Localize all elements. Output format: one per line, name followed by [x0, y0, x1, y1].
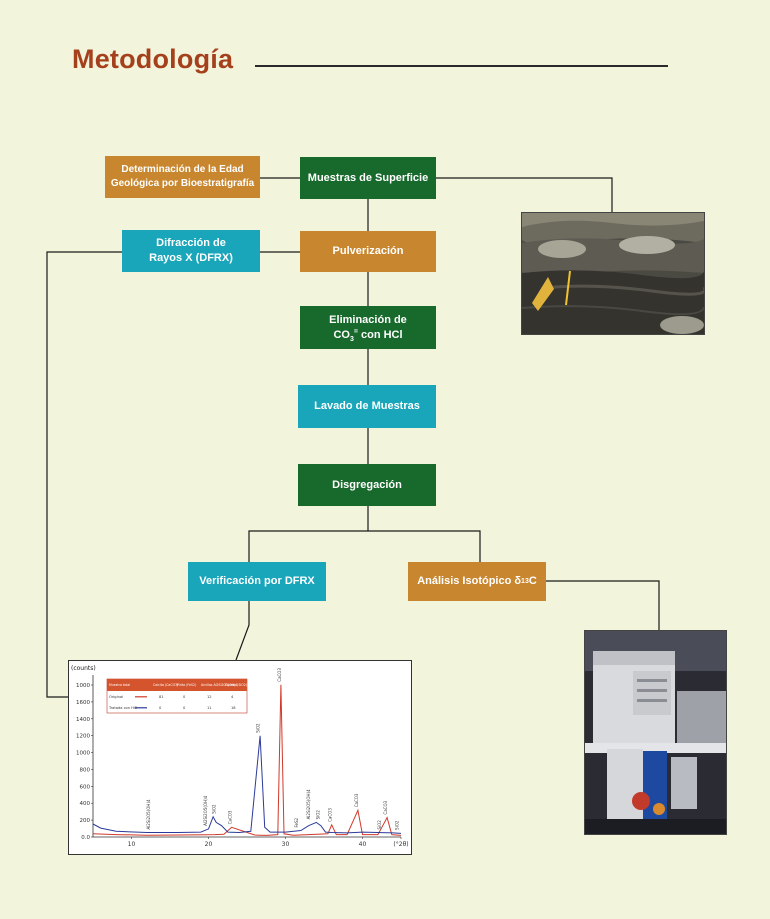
- peak-label: FeS2: [294, 817, 299, 827]
- legend-header-cell: Cuarzo (SiO2): [225, 683, 247, 687]
- peak-label: SiO2: [315, 810, 320, 820]
- peak-label: CaCO3: [277, 668, 282, 682]
- node-eliminacion-line1: Eliminación de: [329, 313, 407, 326]
- page-title: Metodología: [72, 44, 234, 74]
- peak-label: SiO2: [255, 723, 260, 733]
- y-tick-label: 0.0: [81, 835, 90, 841]
- legend-value: 0: [183, 706, 186, 710]
- peak-label: CaCO3: [328, 808, 333, 822]
- y-tick-label: 1000: [76, 751, 90, 757]
- x-tick-label: 40: [359, 841, 367, 848]
- y-tick-label: 600: [80, 784, 91, 790]
- legend-row-name: Original: [109, 695, 123, 699]
- legend-row-name: Tratada con HCl: [108, 706, 137, 710]
- peak-label: SiO2: [377, 820, 382, 830]
- series-line-original: [92, 684, 402, 836]
- legend-header-cell: Calcita (CaCO3): [153, 683, 178, 687]
- chart-ylabel: (counts): [71, 665, 96, 672]
- peak-label: CaCO3: [383, 800, 388, 814]
- connector-verificacion-chart: [235, 601, 250, 661]
- node-lavado-muestras: Lavado de Muestras: [298, 385, 436, 428]
- peak-label: CaCO3: [354, 793, 359, 807]
- spectrometer-photo: [584, 630, 727, 835]
- isotopico-suffix: C: [528, 575, 537, 587]
- legend-value: 12: [207, 695, 212, 699]
- xrd-chart-svg: (counts) 1000160014001200100080060040020…: [71, 665, 409, 848]
- connector-muestras-photo: [436, 177, 613, 212]
- node-eliminacion-line2: CO3= con HCl: [333, 328, 402, 343]
- legend-value: 4: [231, 695, 234, 699]
- legend-value: 0: [183, 695, 186, 699]
- peak-label: Al2Si2O5(OH)4: [306, 789, 311, 820]
- outcrop-photo-graphic: [522, 213, 704, 334]
- series-line-tratada: [92, 735, 402, 834]
- node-edad-geologica: Determinación de la Edad Geológica por B…: [105, 156, 260, 198]
- eliminacion-sup: =: [353, 327, 358, 335]
- x-tick-label: 30: [282, 841, 290, 848]
- spectrometer-photo-graphic: [585, 631, 726, 834]
- peak-label: Al2Si2O5(OH)4: [146, 799, 151, 830]
- y-tick-label: 1000: [76, 683, 90, 689]
- node-difraccion-rayos-x: Difracción de Rayos X (DFRX): [122, 230, 260, 272]
- legend-value: 81: [159, 695, 164, 699]
- eliminacion-rest: con HCl: [357, 328, 403, 341]
- node-eliminacion-co3: Eliminación de CO3= con HCl: [300, 306, 436, 349]
- isotopico-prefix: Análisis Isotópico δ: [417, 575, 522, 587]
- peak-label: SiO2: [395, 820, 400, 830]
- x-tick-label: 10: [128, 841, 136, 848]
- peak-label: Al2Si2O5(OH)4: [203, 795, 208, 826]
- peak-label: CaCO3: [228, 810, 233, 824]
- legend-value: 11: [207, 706, 212, 710]
- title-rule: [255, 65, 668, 67]
- y-tick-label: 800: [80, 767, 91, 773]
- legend-header-bg: [107, 679, 247, 691]
- y-tick-label: 400: [80, 801, 91, 807]
- x-tick-label: 20: [205, 841, 213, 848]
- legend-header-cell: Arcillas Al2Si2O5(OH)4: [201, 683, 237, 687]
- connector-dfrx-chart: [46, 251, 122, 698]
- node-muestras-superficie: Muestras de Superficie: [300, 157, 436, 199]
- outcrop-photo: [521, 212, 705, 335]
- node-disgregacion: Disgregación: [298, 464, 436, 506]
- legend-header-cell: Pirita (FeS2): [177, 683, 196, 687]
- y-tick-label: 1400: [76, 717, 90, 723]
- node-verificacion-dfrx: Verificación por DFRX: [188, 562, 326, 601]
- connector-split: [248, 530, 481, 562]
- legend-value: 18: [231, 706, 236, 710]
- eliminacion-co: CO: [333, 328, 350, 341]
- x-tick-label: (°2θ): [393, 841, 408, 848]
- peak-label: SiO2: [211, 804, 216, 814]
- node-pulverizacion: Pulverización: [300, 231, 436, 272]
- eliminacion-sub: 3: [349, 335, 354, 343]
- legend-header-cell: Muestra total: [109, 683, 130, 687]
- y-tick-label: 1600: [76, 700, 90, 706]
- connector-isotopico-photo: [546, 580, 660, 630]
- y-tick-label: 200: [80, 818, 91, 824]
- y-tick-label: 1200: [76, 734, 90, 740]
- legend-value: 0: [159, 706, 162, 710]
